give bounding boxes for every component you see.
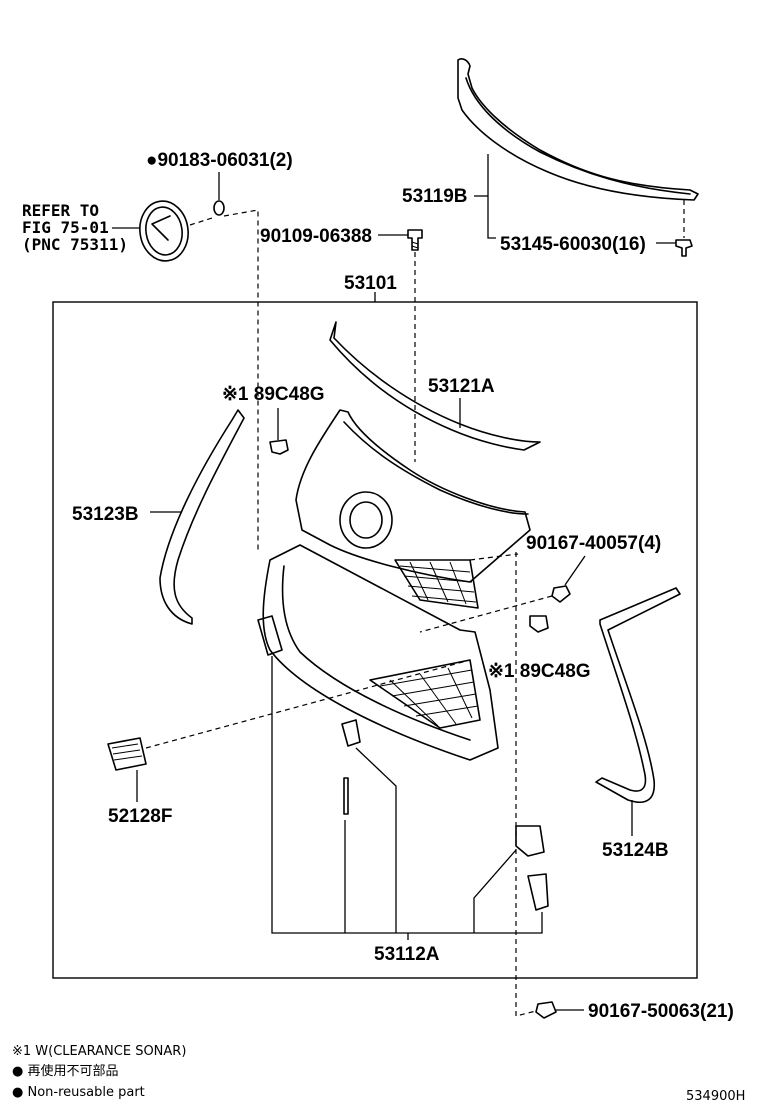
retainer-2 <box>343 777 349 815</box>
molding-53119b[interactable] <box>457 58 699 201</box>
label-refer-1: REFER TO <box>22 201 99 220</box>
dash-screw-21 <box>515 552 541 1017</box>
dash-52128f <box>145 659 471 749</box>
screw-90167-40057-icon <box>551 585 571 603</box>
nut-90183-icon <box>213 200 225 216</box>
clip-53145-icon <box>675 239 693 257</box>
label-53101[interactable]: 53101 <box>344 273 397 294</box>
label-52128f[interactable]: 52128F <box>108 806 172 827</box>
label-90167-50063[interactable]: 90167-50063(21) <box>588 1001 734 1022</box>
dash-nut <box>223 209 259 552</box>
label-refer-2: FIG 75-01 <box>22 218 109 237</box>
radiator-grille[interactable] <box>257 409 531 761</box>
label-53112a[interactable]: 53112A <box>374 944 440 965</box>
sonar-clip-mid-icon <box>529 615 549 633</box>
molding-53123b[interactable] <box>159 409 245 625</box>
leader-90167-40057 <box>564 555 586 586</box>
sonar-clip-top-icon <box>269 439 289 455</box>
legend-note-2: ● 再使用不可部品 <box>12 1063 118 1079</box>
label-90167-40057[interactable]: 90167-40057(4) <box>526 533 661 554</box>
molding-53121a[interactable] <box>329 321 541 451</box>
label-53119b[interactable]: 53119B <box>402 186 468 207</box>
label-53121a[interactable]: 53121A <box>428 376 495 397</box>
label-89c48g-top[interactable]: ※1 89C48G <box>222 384 325 405</box>
bracket-52128f[interactable] <box>107 737 147 771</box>
label-90183[interactable]: ●90183-06031(2) <box>146 150 293 171</box>
molding-53124b[interactable] <box>595 587 681 804</box>
legend-note-1: ※1 W(CLEARANCE SONAR) <box>12 1044 186 1059</box>
label-refer-3: (PNC 75311) <box>22 235 128 254</box>
label-53145[interactable]: 53145-60030(16) <box>500 234 646 255</box>
figure-code: 534900H <box>686 1089 745 1104</box>
dash-emblem <box>189 217 213 226</box>
dash-screw-4 <box>419 595 553 633</box>
leader-53119b <box>474 154 496 239</box>
screw-90167-50063-icon <box>535 1001 557 1019</box>
label-90109[interactable]: 90109-06388 <box>260 226 372 247</box>
emblem-icon <box>139 200 189 262</box>
dash-grille-clip <box>469 553 519 561</box>
retainer-3 <box>515 825 545 857</box>
assembly-box <box>52 301 698 979</box>
legend-note-3: ● Non-reusable part <box>12 1085 145 1100</box>
retainer-4 <box>527 873 549 911</box>
retainer-1 <box>341 719 361 747</box>
leader-53112a <box>271 656 543 940</box>
bolt-90109-icon <box>407 229 423 251</box>
label-53123b[interactable]: 53123B <box>72 504 139 525</box>
label-53124b[interactable]: 53124B <box>602 840 669 861</box>
label-89c48g-mid[interactable]: ※1 89C48G <box>488 661 591 682</box>
